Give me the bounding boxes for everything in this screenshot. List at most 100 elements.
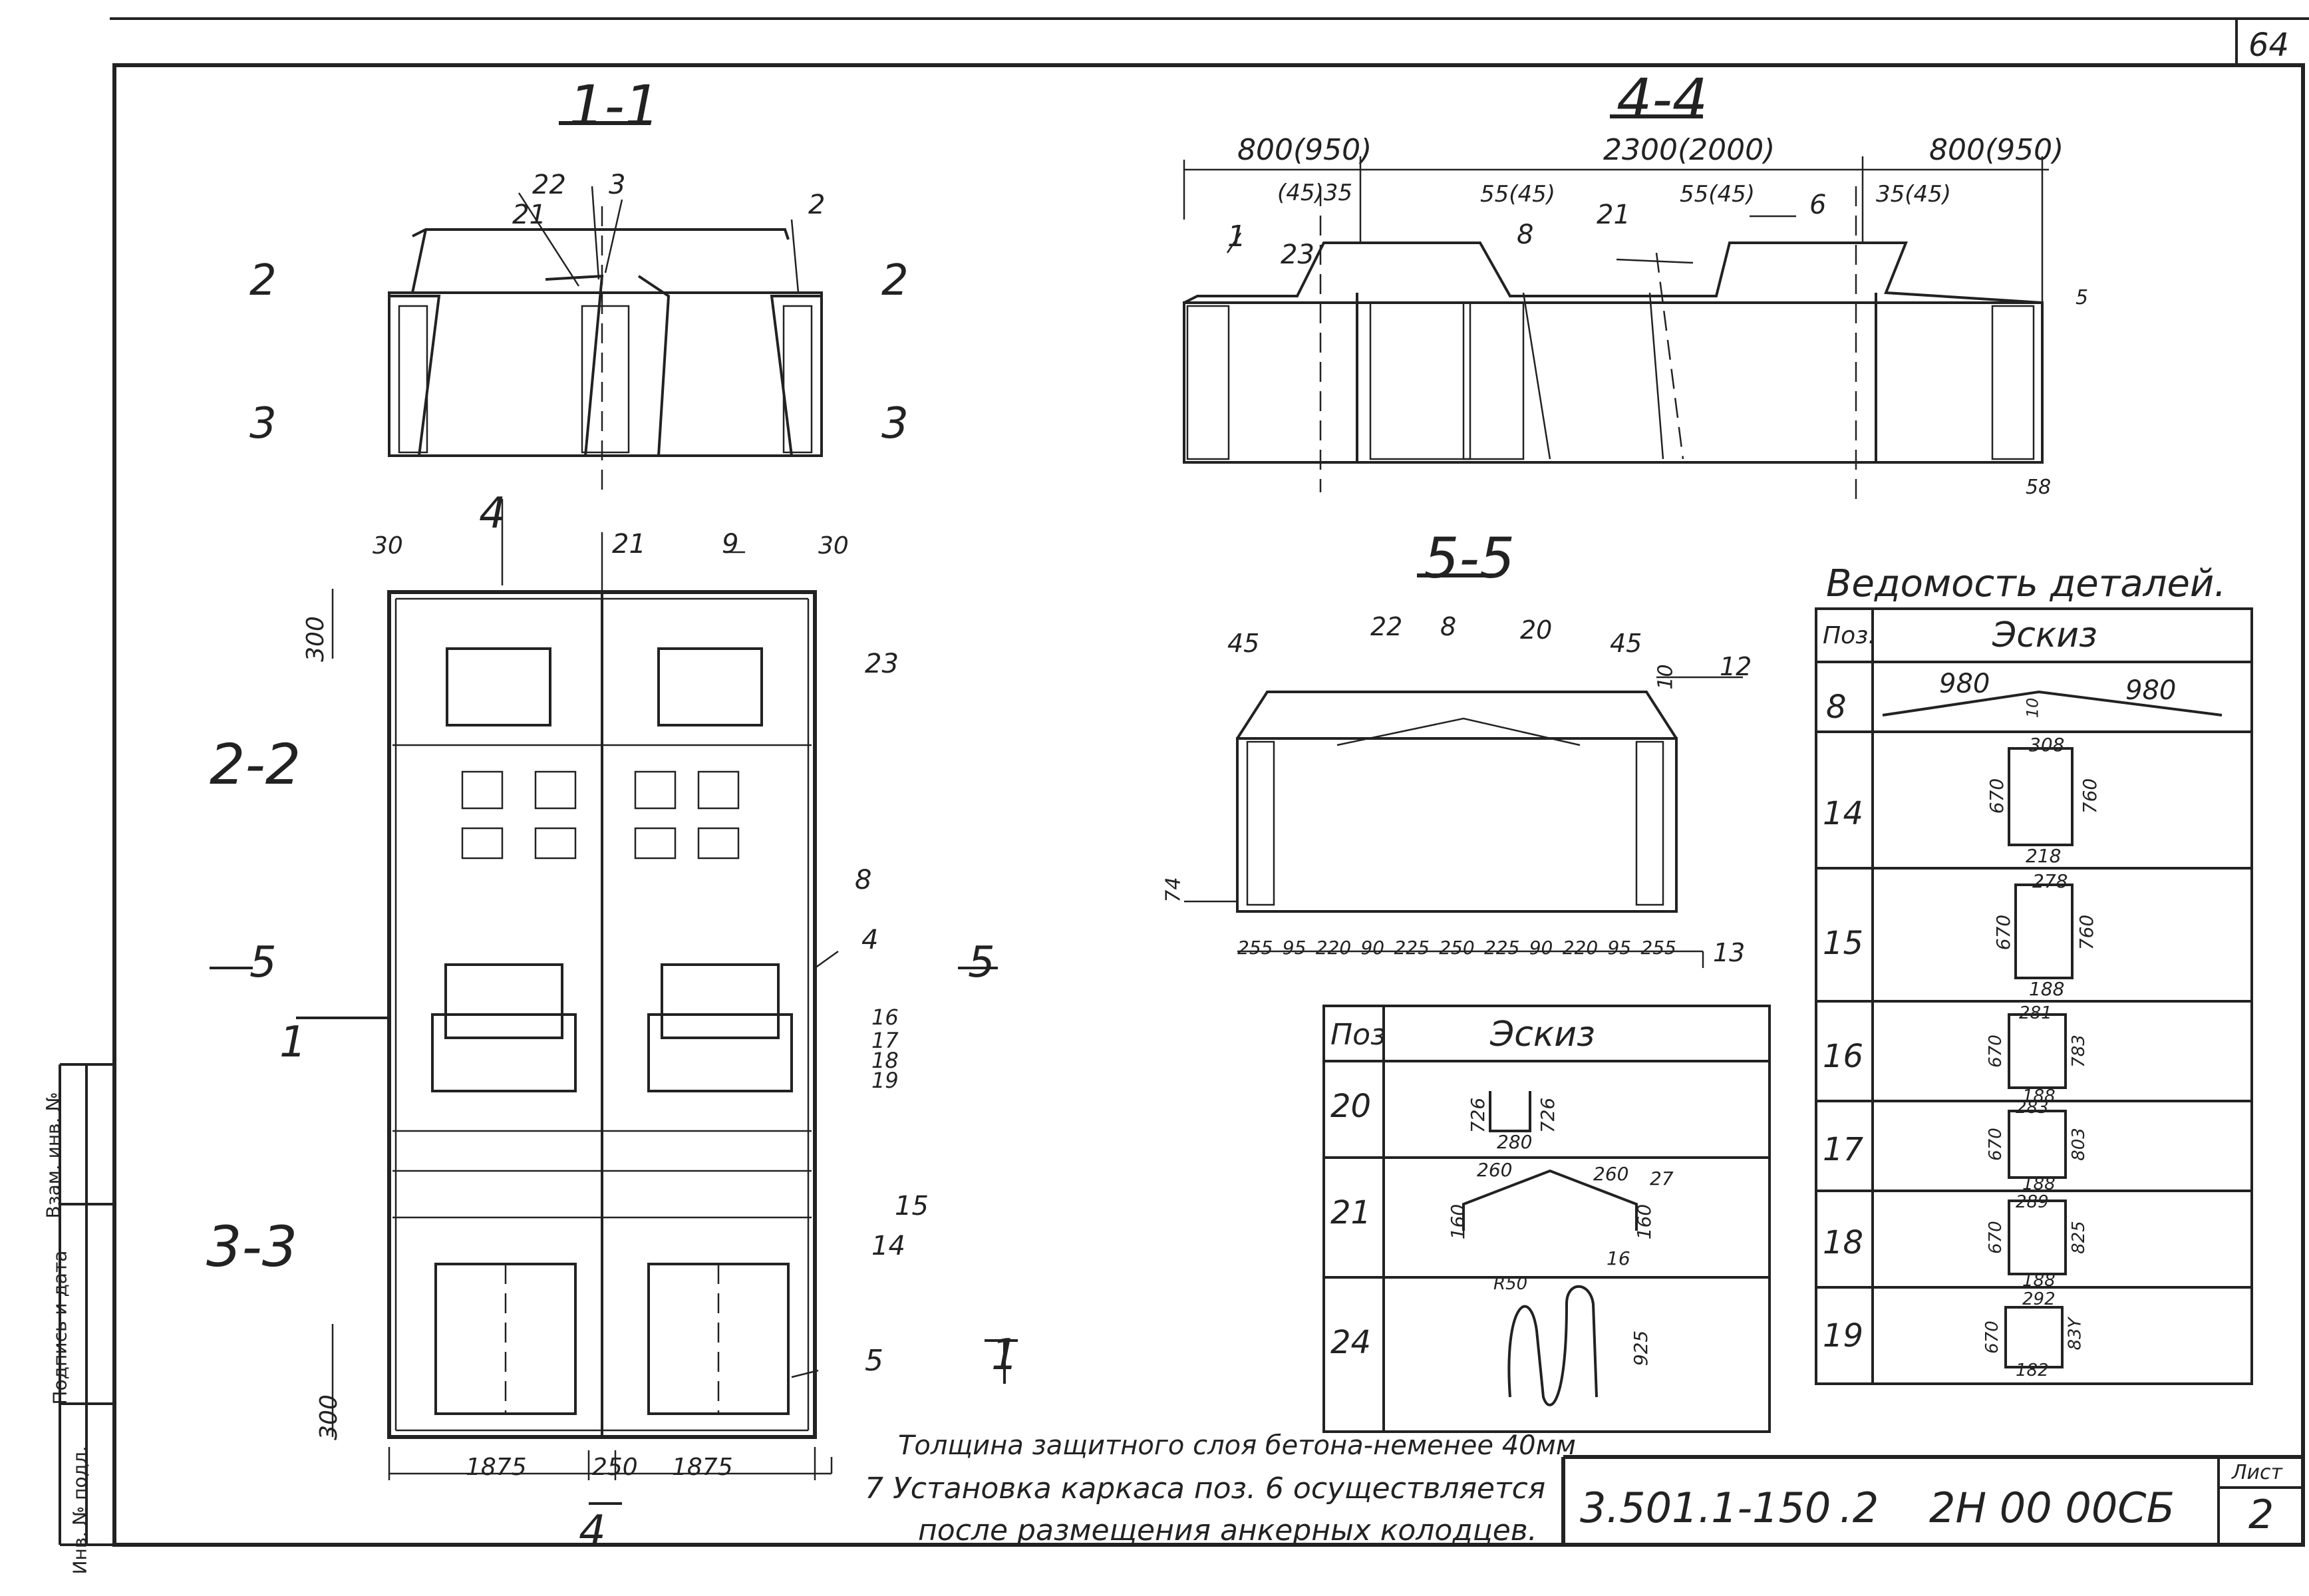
small-table-dim: 726 (1467, 1097, 1489, 1134)
detail-dim: 10 (2023, 697, 2042, 718)
s44-callout-8: 8 (1517, 220, 1534, 250)
detail-dim: 670 (1986, 778, 2008, 814)
plan-callout-15: 15 (895, 1191, 929, 1221)
plan-dim-300-top: 300 (301, 616, 329, 662)
s44-dim-d3: 55(45) (1680, 181, 1756, 208)
s55-bottom-dim: 255 (1237, 937, 1273, 959)
title-block-frame (1561, 1455, 2303, 1545)
detail-schedule-col-sketch: Эскиз (1992, 615, 2097, 655)
s44-callout-1: 1 (1227, 220, 1246, 253)
s55-dim-74: 74 (1161, 877, 1185, 903)
plan-callout-21: 21 (612, 529, 646, 559)
sheet-label: Лист (2232, 1461, 2283, 1484)
plan-bottom-dim-2: 250 (592, 1454, 638, 1481)
note-line-2: 7 Установка каркаса поз. 6 осуществляетс… (865, 1472, 1546, 1506)
detail-pos-18: 18 (1823, 1224, 1864, 1261)
s55-bottom-dim: 95 (1282, 937, 1307, 959)
sheet-corner-number: 64 (2248, 27, 2290, 64)
plan-bottom-dim-1: 1875 (466, 1454, 527, 1481)
detail-pos-8: 8 (1826, 689, 1847, 726)
section-1-1-drawing (388, 121, 823, 492)
doc-mark: 2Н 00 00СБ (1929, 1484, 2175, 1532)
plan-callout-17: 17 (871, 1028, 899, 1053)
detail-dim: 670 (1982, 1321, 2002, 1354)
detail-dim: 825 (2068, 1221, 2089, 1254)
small-table-pos-20: 20 (1330, 1088, 1372, 1125)
detail-dim: 218 (2026, 845, 2062, 867)
s44-dim-d2: 55(45) (1480, 181, 1556, 208)
detail-pos-19: 19 (1823, 1317, 1864, 1355)
plan-dim-30-right: 30 (818, 532, 849, 559)
detail-dim: 783 (2068, 1035, 2089, 1068)
s55-dim-10: 10 (1654, 664, 1678, 690)
detail-dim: 980 (2125, 675, 2177, 706)
plan-callout-4: 4 (861, 925, 879, 955)
plan-callout-14: 14 (871, 1231, 905, 1261)
plan-callout-18: 18 (871, 1048, 899, 1073)
plan-bottom-dim-3: 1875 (672, 1454, 733, 1481)
detail-schedule-col-pos: Поз. (1823, 622, 1876, 649)
small-table-dim: 260 (1593, 1163, 1629, 1185)
s44-callout-6: 6 (1809, 190, 1827, 220)
section-title-5-5: 5-5 (1424, 526, 1515, 591)
small-table-dim: 160 (1447, 1203, 1469, 1240)
cut-mark-3-right: 3 (881, 399, 909, 448)
s55-bottom-dim: 90 (1360, 937, 1385, 959)
detail-dim: 83Y (2065, 1317, 2085, 1351)
s44-dim-r58: 58 (2026, 476, 2052, 499)
plan-callout-19: 19 (871, 1068, 899, 1093)
side-stamp-field: Взам. инв. № (42, 1092, 65, 1219)
doc-part: .2 (1839, 1484, 1879, 1532)
s55-callout-13: 13 (1713, 938, 1746, 967)
s55-callout-8: 8 (1440, 612, 1457, 641)
s11-callout-21: 21 (512, 200, 546, 230)
detail-dim: 803 (2068, 1128, 2089, 1161)
detail-pos-14: 14 (1823, 795, 1864, 832)
detail-dim: 281 (2019, 1003, 2052, 1023)
detail-schedule-frame (1815, 607, 2253, 1385)
plan-dim-300-bottom: 300 (315, 1394, 343, 1440)
detail-dim: 760 (2076, 914, 2098, 951)
detail-dim: 670 (1985, 1035, 2006, 1068)
s44-dim-r5: 5 (2076, 286, 2089, 309)
s55-bottom-dim: 95 (1607, 937, 1632, 959)
s55-callout-12: 12 (1720, 652, 1752, 681)
s44-dim-d1: (45)35 (1277, 180, 1353, 206)
side-stamp-field: Подпись и дата (49, 1250, 71, 1405)
detail-dim: 278 (2032, 870, 2068, 892)
detail-dim: 292 (2022, 1289, 2056, 1309)
small-table-dim: 726 (1537, 1097, 1559, 1134)
plan-callout-5: 5 (865, 1344, 883, 1378)
detail-dim: 188 (2029, 978, 2065, 1000)
s55-bottom-dim: 90 (1529, 937, 1553, 959)
s55-bottom-dim: 225 (1394, 937, 1430, 959)
section-title-4-4: 4-4 (1616, 67, 1708, 132)
detail-dim: 760 (2079, 778, 2101, 814)
section-5-5-drawing (1184, 573, 1743, 968)
note-line-3: после размещения анкерных колодцев. (918, 1514, 1537, 1547)
detail-dim: 980 (1939, 669, 1990, 699)
s55-callout-22: 22 (1370, 612, 1403, 641)
s11-callout-22: 22 (532, 170, 566, 200)
small-table-dim: 16 (1607, 1247, 1630, 1269)
small-table-col-sketch: Эскиз (1490, 1015, 1595, 1054)
section-4-4-drawing (1183, 114, 2049, 506)
small-table-col-pos: Поз (1330, 1018, 1386, 1052)
s55-bottom-dim: 255 (1640, 937, 1676, 959)
s11-callout-3: 3 (609, 170, 626, 200)
detail-dim: 308 (2029, 734, 2065, 756)
cut-mark-4-top: 4 (479, 489, 506, 538)
s44-dim-mid: 2300(2000) (1603, 133, 1775, 167)
plan-callout-9: 9 (722, 529, 739, 559)
plan-callout-16: 16 (871, 1005, 899, 1030)
s55-callout-20: 20 (1520, 615, 1553, 645)
detail-dim: 188 (2022, 1174, 2056, 1194)
plan-callout-23: 23 (865, 649, 899, 679)
detail-pos-16: 16 (1823, 1038, 1864, 1075)
cut-mark-5-left: 5 (249, 938, 277, 987)
detail-dim: 670 (1985, 1128, 2006, 1161)
side-stamp-field: Инв. № подл. (69, 1446, 91, 1575)
small-table-dim: 280 (1497, 1131, 1533, 1153)
section-title-1-1: 1-1 (569, 73, 661, 138)
s55-bottom-dim: 220 (1315, 937, 1352, 959)
